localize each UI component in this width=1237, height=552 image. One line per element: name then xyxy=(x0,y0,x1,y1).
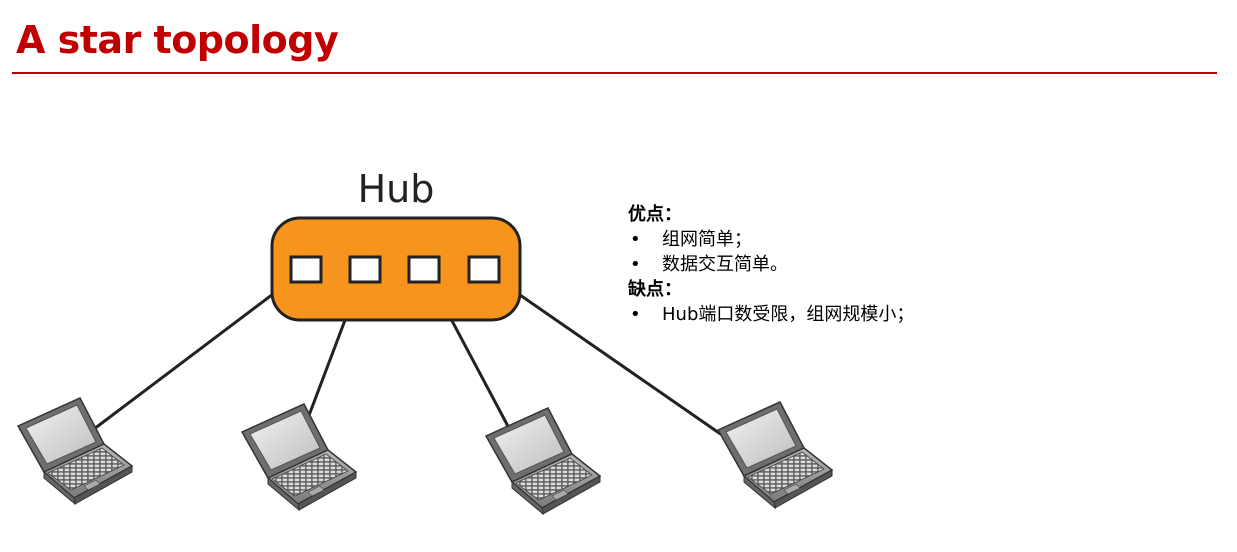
list-item: • 数据交互简单。 xyxy=(628,252,914,277)
slide-title: A star topology xyxy=(16,18,339,62)
list-item: • 组网简单； xyxy=(628,227,914,252)
hub-port-4 xyxy=(467,255,501,284)
hub-port-1 xyxy=(289,255,323,284)
hub-label: Hub xyxy=(358,167,435,211)
bullet-icon: • xyxy=(630,229,641,250)
laptop-icon xyxy=(485,407,601,515)
link-4 xyxy=(483,268,723,437)
advantage-text: 数据交互简单。 xyxy=(662,254,788,275)
disadvantages-heading: 缺点： xyxy=(628,279,682,300)
title-divider xyxy=(12,72,1217,74)
bullet-icon: • xyxy=(630,304,641,325)
bullet-icon: • xyxy=(630,254,641,275)
laptop-icon xyxy=(241,403,357,511)
hub-port-2 xyxy=(348,255,382,284)
advantages-heading: 优点： xyxy=(628,204,682,225)
disadvantage-text: Hub端口数受限，组网规模小； xyxy=(662,304,915,325)
hub-device xyxy=(270,216,522,322)
notes-panel: 优点： • 组网简单； • 数据交互简单。 缺点： • Hub端口数受限，组网规… xyxy=(628,202,914,327)
link-1 xyxy=(89,268,306,434)
advantage-text: 组网简单； xyxy=(662,229,752,250)
laptop-icon xyxy=(717,401,833,509)
hub-port-3 xyxy=(407,255,441,284)
list-item: • Hub端口数受限，组网规模小； xyxy=(628,302,914,327)
